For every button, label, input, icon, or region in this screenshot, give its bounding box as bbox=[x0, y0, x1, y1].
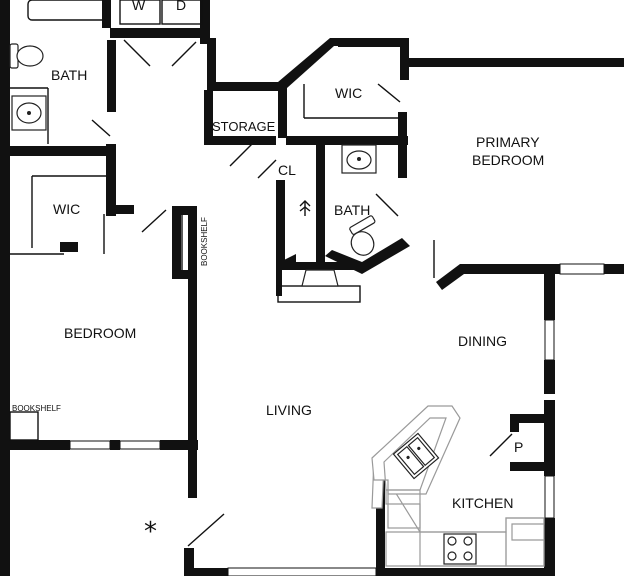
fireplace-icon bbox=[301, 269, 339, 287]
sink-icon bbox=[341, 144, 377, 174]
bookshelf-label-horizontal: BOOKSHELF bbox=[12, 404, 61, 413]
stove-icon bbox=[443, 533, 477, 565]
dryer-label: D bbox=[176, 0, 186, 13]
room-label-storage: STORAGE bbox=[212, 119, 276, 134]
room-labels: BATH W D WIC STORAGE CL PRIMARY BEDROOM … bbox=[12, 0, 544, 547]
room-label-primary-bedroom-line1: PRIMARY bbox=[476, 134, 540, 150]
entry-marker: * bbox=[144, 517, 157, 547]
bookshelf-label-vertical: BOOKSHELF bbox=[200, 217, 209, 266]
sink-icon bbox=[11, 95, 47, 131]
room-label-bath-top: BATH bbox=[51, 67, 87, 83]
room-label-bath-center: BATH bbox=[334, 202, 370, 218]
room-label-primary-bedroom-line2: BEDROOM bbox=[472, 152, 544, 168]
toilet-icon bbox=[349, 215, 376, 256]
room-label-closet: CL bbox=[278, 162, 296, 178]
doors bbox=[91, 39, 513, 547]
washer-label: W bbox=[132, 0, 146, 13]
room-label-wic-bedroom: WIC bbox=[53, 201, 80, 217]
room-label-kitchen: KITCHEN bbox=[452, 495, 513, 511]
room-label-wic-primary: WIC bbox=[335, 85, 362, 101]
room-label-pantry: P bbox=[514, 439, 523, 455]
sink-icon bbox=[392, 432, 440, 480]
water-heater-icon bbox=[299, 200, 311, 216]
interior-lines bbox=[9, 0, 605, 576]
room-label-bedroom: BEDROOM bbox=[64, 325, 136, 341]
room-label-living: LIVING bbox=[266, 402, 312, 418]
room-label-dining: DINING bbox=[458, 333, 507, 349]
toilet-icon bbox=[9, 43, 44, 69]
